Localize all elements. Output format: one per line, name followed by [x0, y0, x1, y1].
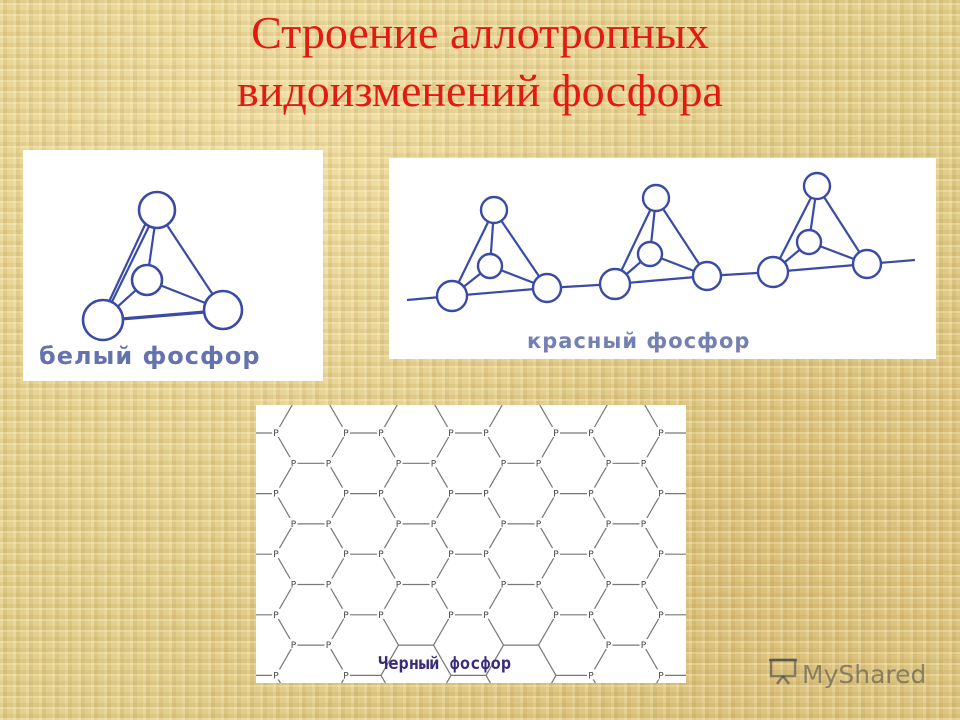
- lattice-bond: [432, 644, 452, 676]
- lattice-bond: [340, 675, 347, 683]
- lattice-bond: [380, 644, 400, 676]
- title-line-1: Строение аллотропных: [251, 7, 709, 58]
- lattice-bond: [432, 614, 452, 646]
- phosphorus-atom-label: P: [641, 641, 647, 651]
- phosphorus-atom-label: P: [326, 641, 332, 651]
- lattice-bond: [275, 675, 282, 683]
- white-phosphorus-label: белый фосфор: [39, 342, 261, 370]
- phosphorus-atom-label: P: [641, 459, 647, 469]
- phosphorus-atom-label: P: [343, 671, 349, 681]
- phosphorus-atom-label: P: [536, 520, 542, 530]
- phosphorus-atom-label: P: [273, 429, 279, 439]
- phosphorus-atom-label: P: [291, 581, 297, 591]
- black-phosphorus-label: Черный фосфор: [378, 654, 512, 674]
- phosphorus-atom-label: P: [448, 429, 454, 439]
- phosphorus-atom-label: P: [396, 581, 402, 591]
- presentation-icon: [768, 656, 798, 692]
- phosphorus-atom-label: P: [658, 429, 664, 439]
- phosphorus-atom-label: P: [343, 611, 349, 621]
- phosphorus-atom-label: P: [378, 611, 384, 621]
- phosphorus-atom-label: P: [606, 641, 612, 651]
- lattice-bond: [590, 675, 597, 683]
- phosphorus-atom-label: P: [501, 581, 507, 591]
- phosphorus-atom-label: P: [658, 671, 664, 681]
- phosphorus-atom-label: P: [553, 429, 559, 439]
- phosphorus-atom-label: P: [658, 611, 664, 621]
- phosphorus-atom-label: P: [378, 550, 384, 560]
- phosphorus-atom-label: P: [536, 581, 542, 591]
- phosphorus-atom-label: P: [658, 490, 664, 500]
- lattice-bond: [485, 675, 492, 683]
- phosphorus-atom-label: P: [448, 550, 454, 560]
- phosphorus-atom-label: P: [536, 459, 542, 469]
- phosphorus-atom-label: P: [553, 490, 559, 500]
- phosphorus-atom-label: P: [291, 459, 297, 469]
- white-phosphorus-panel: белый фосфор: [23, 150, 323, 381]
- slide-title: Строение аллотропных видоизменений фосфо…: [0, 4, 960, 120]
- phosphorus-atom-label: P: [641, 520, 647, 530]
- phosphorus-atom-label: P: [588, 490, 594, 500]
- phosphorus-atom-label: P: [553, 611, 559, 621]
- red-phosphorus-label: красный фосфор: [527, 329, 751, 353]
- phosphorus-atom-label: P: [483, 429, 489, 439]
- black-phosphorus-lattice: P P P P P P P P P P P P P P P P P P P P P P P P P P P P P P P P P P P P P P P P…: [256, 405, 686, 683]
- white-phosphorus-molecule: [81, 190, 244, 342]
- phosphorus-atom-label: P: [273, 550, 279, 560]
- phosphorus-atom-label: P: [606, 459, 612, 469]
- lattice-bond: [537, 614, 557, 646]
- phosphorus-atom-label: P: [501, 520, 507, 530]
- phosphorus-atom-label: P: [483, 490, 489, 500]
- phosphorus-atom-label: P: [431, 459, 437, 469]
- phosphorus-atom-label: P: [291, 520, 297, 530]
- title-line-2: видоизменений фосфора: [237, 65, 723, 116]
- phosphorus-atom-label: P: [606, 520, 612, 530]
- phosphorus-atom-label: P: [378, 490, 384, 500]
- phosphorus-atom-label: P: [273, 671, 279, 681]
- phosphorus-atom-label: P: [343, 429, 349, 439]
- phosphorus-atom-label: P: [588, 550, 594, 560]
- lattice-bond: [655, 675, 662, 683]
- lattice-bond: [445, 675, 452, 683]
- watermark-brand: MyShared: [802, 659, 927, 689]
- phosphorus-atom-label: P: [448, 490, 454, 500]
- lattice-bond: [380, 614, 400, 646]
- lattice-bond: [537, 644, 557, 676]
- phosphorus-atom-label: P: [431, 581, 437, 591]
- phosphorus-atom-label: P: [343, 550, 349, 560]
- black-phosphorus-panel: P P P P P P P P P P P P P P P P P P P P P P P P P P P P P P P P P P P P P P P P…: [256, 405, 686, 683]
- watermark: MyShared: [768, 656, 926, 692]
- phosphorus-atom-label: P: [658, 550, 664, 560]
- phosphorus-atom-label: P: [588, 671, 594, 681]
- phosphorus-atom-label: P: [431, 520, 437, 530]
- phosphorus-atom-label: P: [326, 581, 332, 591]
- phosphorus-atom-label: P: [553, 550, 559, 560]
- phosphorus-atom-label: P: [483, 611, 489, 621]
- phosphorus-atom-label: P: [273, 490, 279, 500]
- red-phosphorus-panel: красный фосфор: [389, 158, 936, 359]
- phosphorus-atom-label: P: [396, 459, 402, 469]
- lattice-bond: [485, 644, 505, 676]
- phosphorus-atom-label: P: [326, 520, 332, 530]
- lattice-bond: [485, 614, 505, 646]
- phosphorus-atom-label: P: [588, 429, 594, 439]
- phosphorus-atom-label: P: [343, 490, 349, 500]
- phosphorus-atom-label: P: [273, 611, 279, 621]
- phosphorus-atom-label: P: [483, 550, 489, 560]
- phosphorus-atom-label: P: [501, 459, 507, 469]
- phosphorus-atom-label: P: [641, 581, 647, 591]
- phosphorus-atom-label: P: [606, 581, 612, 591]
- phosphorus-atom-label: P: [378, 429, 384, 439]
- lattice-bond: [550, 675, 557, 683]
- phosphorus-atom-label: P: [448, 611, 454, 621]
- phosphorus-atom-label: P: [396, 520, 402, 530]
- phosphorus-atom-label: P: [326, 459, 332, 469]
- phosphorus-atom-label: P: [588, 611, 594, 621]
- phosphorus-atom-label: P: [291, 641, 297, 651]
- red-phosphorus-chain: [406, 171, 916, 313]
- lattice-bond: [380, 675, 387, 683]
